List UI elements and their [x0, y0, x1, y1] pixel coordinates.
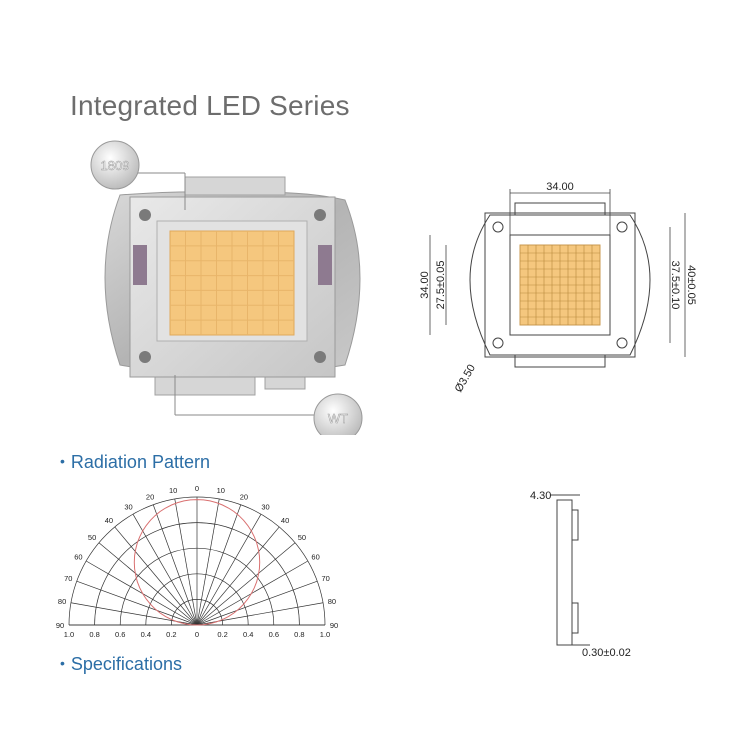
- badge-bottom: WT: [313, 393, 363, 435]
- radius-label: 0: [195, 630, 199, 639]
- top-view-drawing: 34.00 34.00 27.5±0.05 37.5±0.10 40±0.05 …: [420, 181, 697, 395]
- dim-left-height: 34.00: [420, 271, 431, 299]
- side-view-drawing: 4.30 0.30±0.02: [530, 490, 631, 659]
- badge-bottom-text: WT: [328, 411, 348, 426]
- radius-label: 0.4: [141, 630, 151, 639]
- angle-label: 40: [281, 516, 289, 525]
- radius-label: 0.8: [294, 630, 304, 639]
- dim-mount-spacing: 37.5±0.10: [669, 261, 681, 310]
- angle-label: 30: [124, 502, 132, 511]
- angle-label: 10: [217, 486, 225, 495]
- radius-label: 0.2: [217, 630, 227, 639]
- angle-label: 10: [169, 486, 177, 495]
- radiation-pattern-heading: • Radiation Pattern: [60, 452, 210, 473]
- dim-hole-diameter: Ø3.50: [453, 363, 478, 395]
- angle-label: 90: [330, 621, 338, 630]
- angle-label: 20: [240, 492, 248, 501]
- dim-top-width: 34.00: [546, 181, 574, 193]
- dim-chip-height: 27.5±0.05: [435, 261, 447, 310]
- radius-label: 0.6: [115, 630, 125, 639]
- radiation-pattern-label: Radiation Pattern: [70, 452, 210, 472]
- angle-label: 0: [195, 485, 199, 493]
- angle-label: 50: [88, 533, 96, 542]
- radius-label: 1.0: [64, 630, 74, 639]
- radius-label: 0.4: [243, 630, 253, 639]
- angle-label: 60: [74, 553, 82, 562]
- radius-label: 0.6: [269, 630, 279, 639]
- angle-label: 70: [322, 574, 330, 583]
- angle-label: 30: [261, 502, 269, 511]
- dim-overall-height: 40±0.05: [685, 265, 697, 305]
- angle-label: 40: [105, 516, 113, 525]
- bullet-icon: •: [60, 655, 65, 671]
- led-module-photo: 1809 WT: [90, 140, 363, 435]
- angle-label: 50: [298, 533, 306, 542]
- angle-label: 80: [58, 597, 66, 606]
- angle-label: 80: [328, 597, 336, 606]
- radius-label: 0.2: [166, 630, 176, 639]
- radiation-curve: [133, 499, 261, 626]
- page-title: Integrated LED Series: [70, 90, 350, 121]
- badge-top-text: 1809: [101, 158, 130, 173]
- dim-thickness: 4.30: [530, 490, 551, 502]
- radius-label: 0.8: [89, 630, 99, 639]
- angle-label: 60: [311, 553, 319, 562]
- badge-top: 1809: [90, 140, 140, 190]
- radius-label: 1.0: [320, 630, 330, 639]
- specifications-label: Specifications: [70, 654, 182, 674]
- specifications-heading: • Specifications: [60, 654, 182, 675]
- angle-label: 20: [146, 492, 154, 501]
- angle-label: 90: [56, 621, 64, 630]
- angle-label: 70: [64, 574, 72, 583]
- bullet-icon: •: [60, 453, 65, 469]
- dim-base-thickness: 0.30±0.02: [582, 647, 631, 659]
